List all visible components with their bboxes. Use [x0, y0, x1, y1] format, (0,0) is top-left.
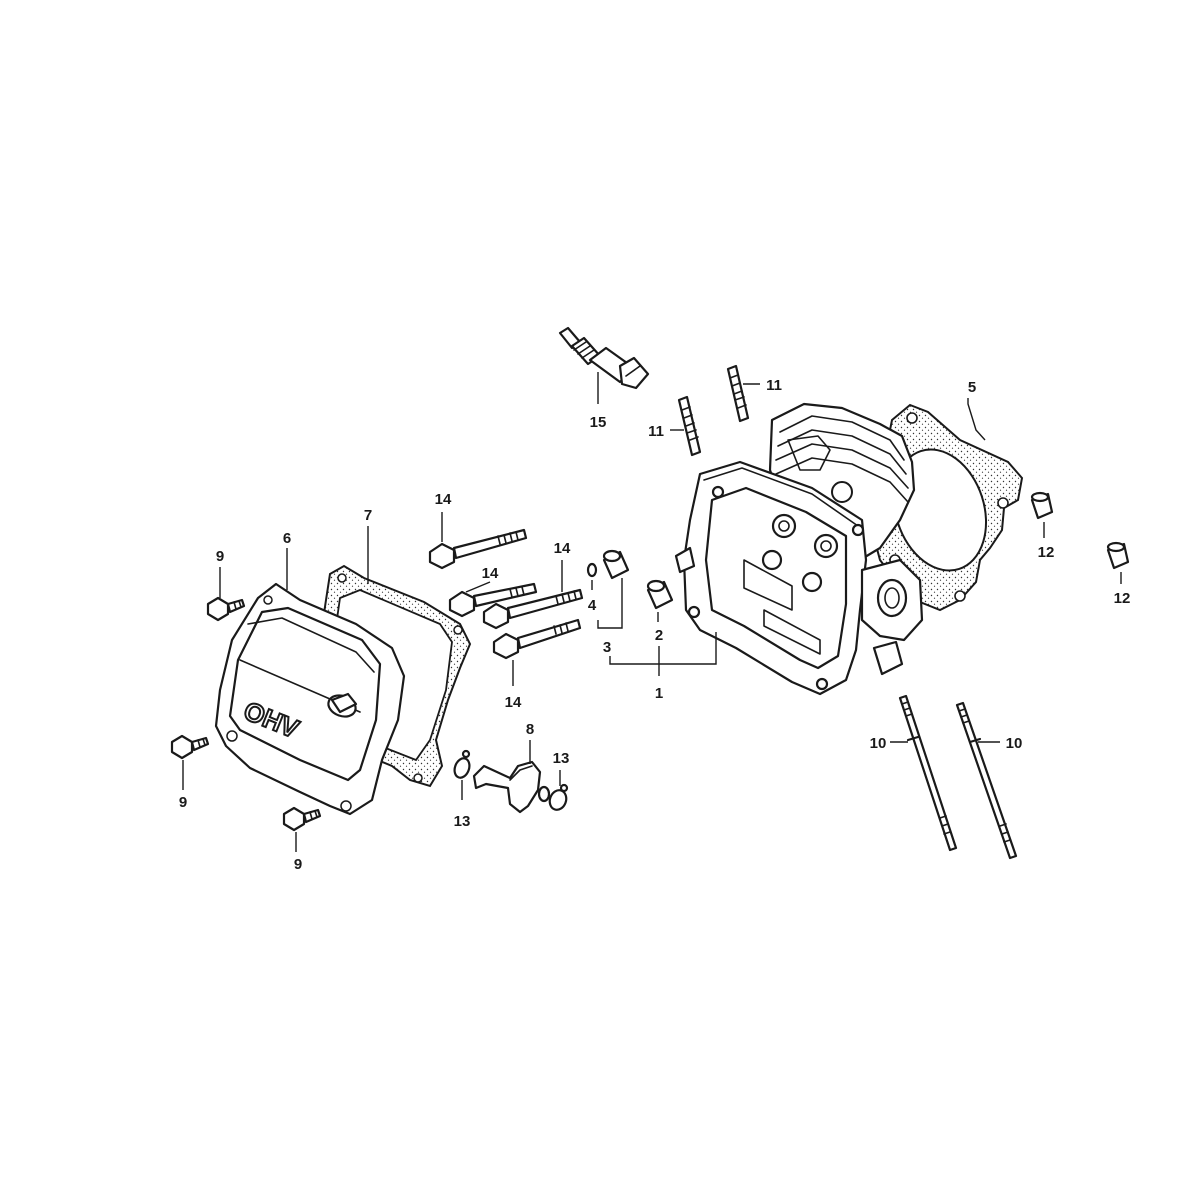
callout-12-a: 12 — [1038, 544, 1055, 561]
stud-bolt-10-b — [955, 701, 1018, 860]
cylinder-head — [674, 402, 924, 696]
callout-11-left: 11 — [648, 423, 664, 440]
callout-5: 5 — [968, 379, 976, 396]
dowel-pin-3 — [602, 549, 630, 580]
hose-clamp-13-a — [453, 749, 471, 779]
cover-bolt-9-b — [170, 734, 210, 760]
leader-14-b — [465, 581, 491, 593]
stud-11-left — [677, 395, 702, 457]
leader-5 — [967, 398, 986, 441]
callout-2: 2 — [655, 627, 663, 644]
spark-plug — [558, 326, 650, 390]
callout-9-b: 9 — [179, 794, 187, 811]
callout-1: 1 — [655, 685, 663, 702]
callout-14-a: 14 — [435, 491, 452, 508]
callout-12-b: 12 — [1114, 590, 1131, 607]
stud-11-right — [726, 364, 750, 423]
callout-14-c: 14 — [554, 540, 571, 557]
bracket-1 — [609, 632, 717, 665]
callout-8: 8 — [526, 721, 534, 738]
callout-7: 7 — [364, 507, 372, 524]
callout-14-d: 14 — [505, 694, 522, 711]
flange-bolt-14-d — [492, 618, 582, 660]
callout-15: 15 — [590, 414, 607, 431]
callout-13-b: 13 — [553, 750, 570, 767]
flange-bolt-14-c — [482, 588, 584, 630]
breather-tube — [472, 760, 551, 814]
callout-10-a: 10 — [870, 735, 887, 752]
callout-9-c: 9 — [294, 856, 302, 873]
cover-bolt-9-a — [206, 596, 246, 622]
callout-6: 6 — [283, 530, 291, 547]
clip-4 — [586, 562, 598, 578]
callout-10-b: 10 — [1006, 735, 1023, 752]
callout-9-a: 9 — [216, 548, 224, 565]
stud-bolt-10-a — [898, 694, 958, 852]
flange-bolt-14-a — [428, 528, 528, 570]
callout-11-right: 11 — [766, 377, 782, 394]
callout-3: 3 — [603, 639, 611, 656]
callout-4: 4 — [588, 597, 597, 614]
rocker-cover — [214, 582, 406, 816]
dowel-pin-12-a — [1030, 491, 1054, 520]
bracket-3 — [597, 578, 623, 629]
dowel-pin-12-b — [1106, 541, 1130, 570]
callout-14-b: 14 — [482, 565, 499, 582]
hose-clamp-13-b — [548, 783, 569, 811]
callout-13-a: 13 — [454, 813, 471, 830]
valve-guide-2 — [646, 579, 674, 610]
flange-bolt-14-b — [448, 582, 538, 618]
cover-bolt-9-c — [282, 806, 322, 832]
